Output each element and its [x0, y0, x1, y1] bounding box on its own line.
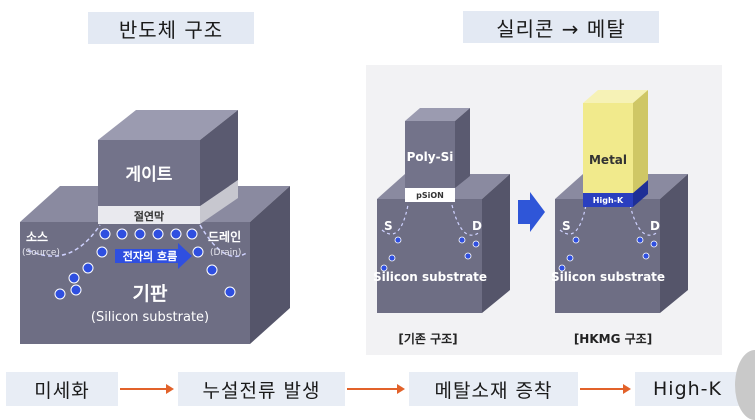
flow-arrow-2 [347, 384, 405, 394]
old-d-label: D [472, 219, 482, 233]
transition-arrow [518, 192, 545, 232]
header-semiconductor-structure: 반도체 구조 [88, 12, 254, 44]
new-substrate-label: Silicon substrate [551, 270, 665, 284]
flow-arrow-3 [580, 384, 631, 394]
new-insulator-label: High-K [593, 196, 624, 205]
left-transistor: 게이트 절연막 소스 (Source) 드레인 (Drain) 전자의 흐름 기… [20, 110, 290, 344]
hkmg-structure: Metal High-K S D Silicon substrate [HKMG… [551, 90, 688, 346]
electron-flow-arrow [115, 243, 192, 269]
substrate-front-face [20, 222, 250, 344]
substrate-en-label: (Silicon substrate) [91, 310, 209, 325]
drain-label: 드레인 [208, 229, 241, 244]
new-gate-label: Metal [589, 153, 627, 167]
new-d-label: D [650, 219, 660, 233]
source-boundary [27, 224, 101, 257]
flow-step-leakage-current: 누설전류 발생 [178, 372, 345, 406]
old-gate-label: Poly-Si [407, 150, 454, 164]
flow-arrow-1 [120, 384, 174, 394]
flow-step-metal-deposition: 메탈소재 증착 [409, 372, 578, 406]
gate-top-face [98, 110, 238, 140]
insulator-layer [98, 206, 200, 224]
flow-step-high-k: High-K [635, 372, 740, 406]
gate-front-face [98, 140, 200, 206]
substrate-label: 기판 [133, 283, 168, 305]
gate-label: 게이트 [126, 165, 173, 185]
gate-side-face [200, 110, 238, 206]
insulator-label: 절연막 [134, 209, 164, 223]
source-label: 소스 [26, 230, 48, 244]
source-en-label: (Source) [22, 248, 60, 258]
old-insulator-label: pSiON [416, 191, 444, 200]
old-structure: Poly-Si pSiON S D Silicon substrate [기존 … [373, 108, 510, 346]
electrons [54, 228, 236, 300]
electron-flow-label: 전자의 흐름 [123, 249, 177, 263]
flow-step-miniaturization: 미세화 [6, 372, 118, 406]
new-s-label: S [562, 219, 571, 233]
presenter-partial [735, 350, 755, 420]
old-substrate-label: Silicon substrate [373, 270, 487, 284]
old-s-label: S [384, 219, 393, 233]
insulator-side [200, 180, 238, 224]
old-caption: [기존 구조] [398, 331, 457, 346]
header-silicon-to-metal: 실리콘 → 메탈 [463, 11, 659, 43]
substrate-side-face [250, 186, 290, 344]
drain-en-label: (Drain) [210, 248, 241, 258]
drain-boundary [199, 224, 249, 257]
new-caption: [HKMG 구조] [574, 332, 652, 346]
